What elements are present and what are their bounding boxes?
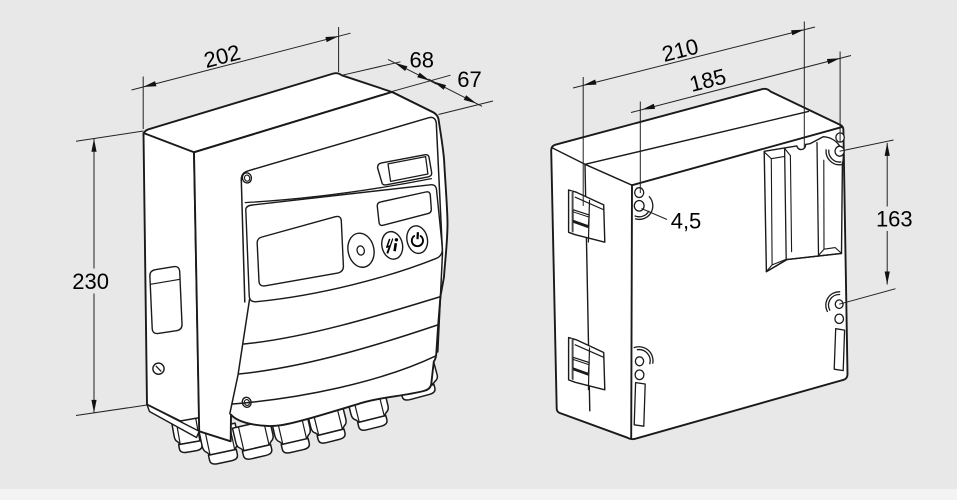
svg-text:4,5: 4,5 [671,209,702,234]
svg-text:67: 67 [457,67,481,92]
svg-text:163: 163 [876,207,913,232]
svg-text:68: 68 [410,48,434,73]
svg-text:230: 230 [72,269,109,294]
